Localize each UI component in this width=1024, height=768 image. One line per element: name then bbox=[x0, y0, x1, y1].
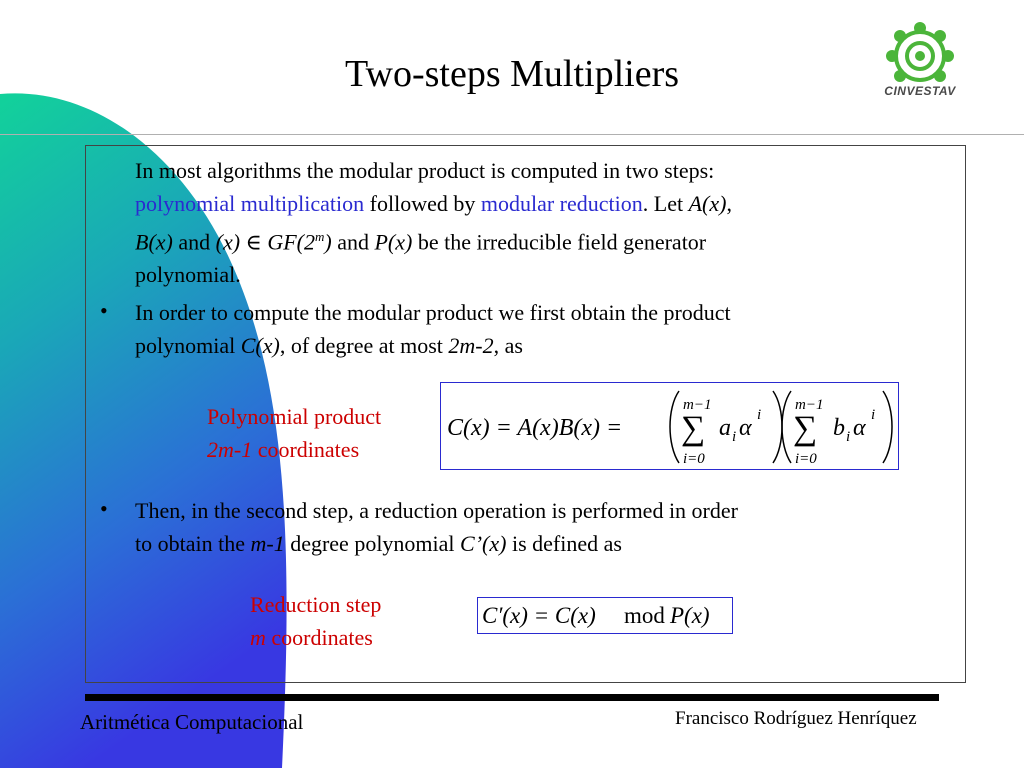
intro-text: and bbox=[172, 229, 216, 255]
bullet-1-text: , of degree at most bbox=[279, 333, 449, 358]
intro-text: , bbox=[726, 191, 732, 216]
caption-line: Reduction step bbox=[250, 592, 382, 617]
sum2-bottom: i=0 bbox=[795, 451, 817, 467]
caption-text: coordinates bbox=[252, 437, 360, 462]
intro-text: be the irreducible field generator bbox=[412, 229, 707, 255]
footer-bar bbox=[85, 694, 939, 701]
intro-text: and bbox=[331, 229, 375, 255]
term-b: b bbox=[833, 415, 845, 441]
var-cpx: C’(x) bbox=[460, 531, 507, 556]
intro-line-3: B(x) and (x) ∈ GF(2m) and P(x) be the ir… bbox=[135, 220, 935, 258]
intro-line-1: In most algorithms the modular product i… bbox=[135, 158, 715, 183]
formula2-rhs: P(x) bbox=[669, 603, 710, 628]
reduction-step-caption: Reduction step m coordinates bbox=[250, 588, 381, 654]
footer-course-title: Aritmética Computacional bbox=[80, 710, 304, 734]
var-cx: C(x) bbox=[240, 333, 280, 358]
alpha-2-exp: i bbox=[871, 407, 875, 423]
bullet-1-text: , as bbox=[493, 333, 523, 358]
caption-italic: m bbox=[250, 625, 266, 650]
formula2-lhs: C′(x) = C(x) bbox=[482, 603, 596, 628]
superscript-m: m bbox=[314, 229, 325, 244]
sum2-top: m−1 bbox=[795, 397, 823, 413]
term-a-sub: i bbox=[732, 429, 736, 445]
reduction-formula: C′(x) = C(x) mod P(x) bbox=[477, 597, 733, 634]
alpha-1-exp: i bbox=[757, 407, 761, 423]
mod-operator: mod bbox=[624, 603, 665, 628]
product-formula: C(x) = A(x)B(x) = m−1 ∑ i=0 a i α i m−1 … bbox=[440, 382, 899, 470]
bullet-2-line-2: to obtain the m-1 degree polynomial C’(x… bbox=[135, 527, 935, 560]
bullet-2-text: is defined as bbox=[506, 531, 622, 556]
bullet-1-marker: • bbox=[100, 298, 108, 323]
bullet-1-text: polynomial bbox=[135, 333, 241, 358]
caption-line: m coordinates bbox=[250, 621, 381, 654]
var-px: P(x) bbox=[374, 229, 413, 255]
sum1-bottom: i=0 bbox=[683, 451, 705, 467]
var-bx: B(x) bbox=[135, 229, 173, 255]
bullet-2-text: to obtain the bbox=[135, 531, 251, 556]
sum1-sigma: ∑ bbox=[681, 410, 705, 447]
bullet-1-line-1: In order to compute the modular product … bbox=[135, 300, 731, 325]
intro-text: ) bbox=[324, 229, 332, 255]
caption-line: Polynomial product bbox=[207, 404, 382, 429]
alpha-1: α bbox=[739, 415, 752, 441]
var-m1: m-1 bbox=[250, 531, 285, 556]
logo-wordmark: CINVESTAV bbox=[884, 84, 956, 98]
bullet-2-text: Then, in the second step, a reduction op… bbox=[135, 494, 935, 560]
degree-value: 2m-2 bbox=[448, 333, 494, 358]
content-frame bbox=[85, 145, 966, 683]
left-paren bbox=[781, 390, 792, 464]
bullet-2-marker: • bbox=[100, 496, 108, 521]
term-b-sub: i bbox=[846, 429, 850, 445]
caption-text: coordinates bbox=[265, 625, 373, 650]
left-paren bbox=[669, 390, 680, 464]
intro-text: followed by bbox=[364, 191, 481, 216]
gf-membership: (x) ∈ GF(2 bbox=[215, 229, 315, 255]
formula-lhs: C(x) = A(x)B(x) = bbox=[447, 415, 622, 441]
product-formula-svg: C(x) = A(x)B(x) = m−1 ∑ i=0 a i α i m−1 … bbox=[447, 390, 893, 467]
cinvestav-logo-icon bbox=[886, 22, 954, 82]
polynomial-product-caption: Polynomial product 2m-1 coordinates bbox=[207, 400, 381, 466]
caption-italic: 2m-1 bbox=[207, 437, 253, 462]
var-ax: A(x) bbox=[688, 191, 727, 216]
intro-paragraph: In most algorithms the modular product i… bbox=[135, 154, 935, 291]
reduction-formula-svg: C′(x) = C(x) mod P(x) bbox=[482, 603, 710, 628]
intro-text: . Let bbox=[642, 191, 689, 216]
bullet-2-text: degree polynomial bbox=[284, 531, 461, 556]
right-paren bbox=[882, 390, 893, 464]
term-a: a bbox=[719, 415, 731, 441]
bullet-1-text: In order to compute the modular product … bbox=[135, 296, 935, 362]
title-divider bbox=[0, 134, 1024, 135]
sum1-top: m−1 bbox=[683, 397, 711, 413]
intro-line-2: polynomial multiplication followed by mo… bbox=[135, 187, 935, 220]
polynomial-multiplication-term: polynomial multiplication bbox=[135, 191, 365, 216]
bullet-1-line-2: polynomial C(x), of degree at most 2m-2,… bbox=[135, 329, 935, 362]
slide-title: Two-steps Multipliers bbox=[344, 53, 680, 95]
alpha-2: α bbox=[853, 415, 866, 441]
intro-line-4: polynomial. bbox=[135, 262, 241, 288]
caption-line: 2m-1 coordinates bbox=[207, 433, 381, 466]
footer-author: Francisco Rodríguez Henríquez bbox=[675, 708, 917, 729]
bullet-2-line-1: Then, in the second step, a reduction op… bbox=[135, 498, 738, 523]
modular-reduction-term: modular reduction bbox=[480, 191, 643, 216]
right-paren bbox=[772, 390, 783, 464]
sum2-sigma: ∑ bbox=[793, 410, 817, 447]
